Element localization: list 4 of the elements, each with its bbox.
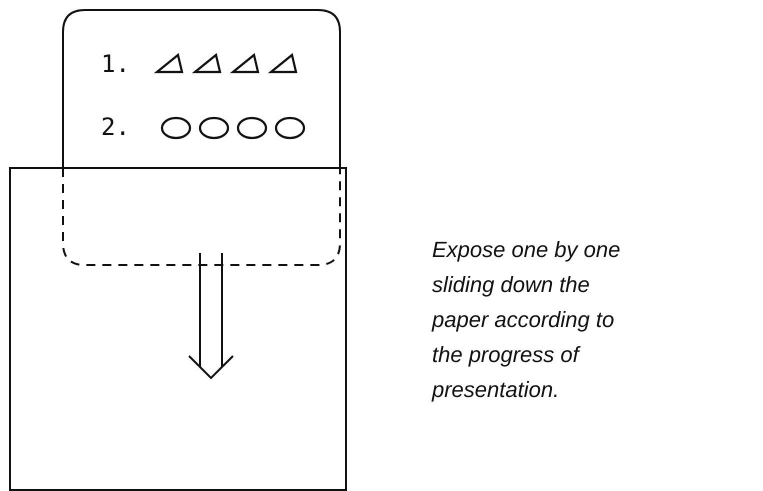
note-text: Expose one by one sliding down the paper according to the progress of presentation.	[432, 236, 622, 404]
list-number: 1.	[101, 52, 130, 76]
paper-sheet	[9, 167, 347, 491]
list-number: 2.	[101, 115, 130, 139]
